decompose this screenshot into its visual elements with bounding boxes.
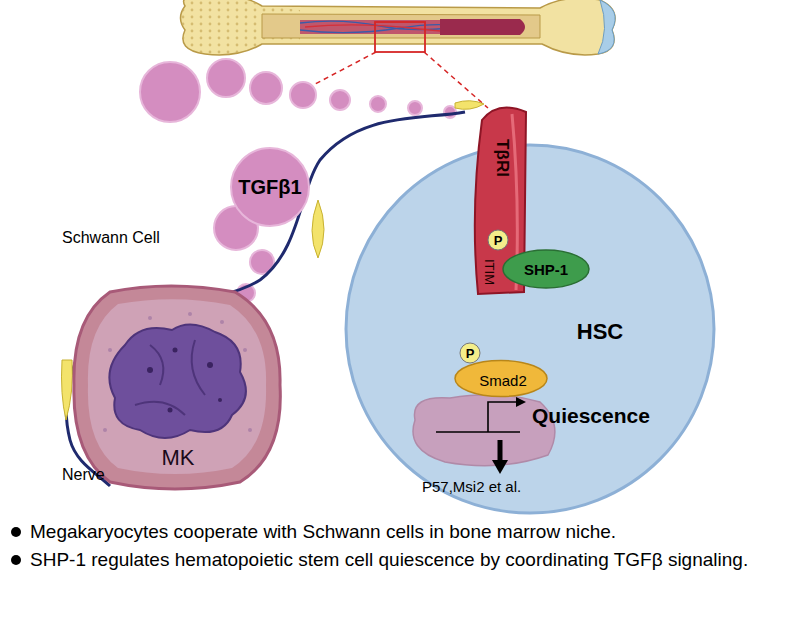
node-text: TβRI <box>492 139 512 177</box>
tgf-circle: TGFβ1 <box>228 147 312 227</box>
node-text: P <box>466 346 475 361</box>
megakaryocyte: MK <box>70 285 285 490</box>
annotation-label: Quiescence <box>532 404 650 428</box>
hsc-cell: HSCTβRIITIMPSHP-1Smad2P <box>340 148 720 510</box>
annotation-label: Nerve <box>62 466 105 484</box>
node-text: ITIM <box>482 259 497 285</box>
smad2-ellipse: Smad2P <box>455 360 547 397</box>
bullet <box>11 555 21 565</box>
phospho-circle: P <box>487 229 509 251</box>
node-text: HSC <box>577 319 623 345</box>
node-text: TGFβ1 <box>238 176 301 199</box>
node-text: SHP-1 <box>524 261 568 278</box>
annotation-label: P57,Msi2 et al. <box>422 478 521 495</box>
node-text: MK <box>162 445 195 471</box>
annotation-label: Schwann Cell <box>62 229 160 247</box>
phospho-circle: P <box>459 342 481 364</box>
node-text: Smad2 <box>479 372 527 389</box>
bullet-text: SHP-1 regulates hematopoietic stem cell … <box>30 548 775 572</box>
bone <box>181 0 616 108</box>
shp1-ellipse: SHP-1 <box>503 249 589 289</box>
bullet <box>11 527 21 537</box>
hsc-cell-outline <box>340 148 720 510</box>
bullet-text: Megakaryocytes cooperate with Schwann ce… <box>30 520 775 544</box>
node-text: P <box>494 233 503 248</box>
